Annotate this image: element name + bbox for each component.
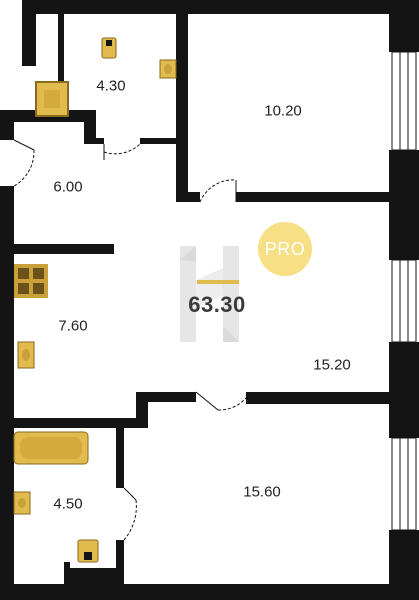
toilet-icon: [77, 539, 99, 563]
room-area-bedroom-bottom: 15.60: [243, 483, 281, 501]
pro-badge: PRO: [258, 222, 312, 276]
room-area-bathroom-top: 4.30: [96, 77, 126, 95]
logo-accent-bar: [197, 280, 239, 284]
room-area-bedroom-top: 10.20: [264, 102, 302, 120]
sink-icon: [17, 341, 35, 369]
bathtub-icon: [13, 431, 89, 465]
room-area-kitchen: 7.60: [58, 317, 88, 335]
room-area-hallway: 6.00: [53, 178, 83, 196]
stove-icon: [14, 264, 48, 298]
shower-icon: [35, 81, 69, 117]
toilet-icon: [101, 37, 117, 59]
door-icon: [13, 139, 247, 541]
total-area: 63.30: [188, 292, 246, 317]
sink-icon: [159, 59, 177, 79]
window-icon: [391, 51, 417, 531]
sink-icon: [13, 491, 31, 515]
room-area-bathroom-bottom: 4.50: [53, 495, 83, 513]
room-area-living-room: 15.20: [313, 356, 351, 374]
watermark-logo: [180, 246, 239, 342]
pro-badge-label: PRO: [264, 238, 306, 259]
